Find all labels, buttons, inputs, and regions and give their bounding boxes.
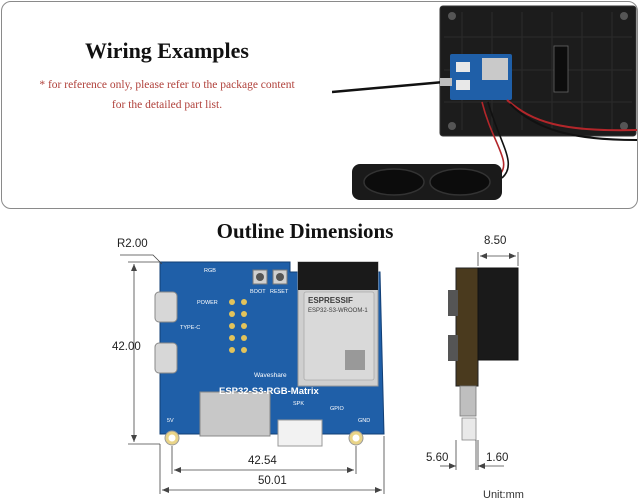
wiring-note-line-2: for the detailed part list. bbox=[111, 99, 223, 111]
side-right-label: 1.60 bbox=[486, 452, 509, 464]
hub75-connector bbox=[553, 45, 569, 93]
side-left-label: 5.60 bbox=[426, 452, 449, 464]
side-module bbox=[477, 267, 519, 361]
silk-rgb: RGB bbox=[204, 268, 216, 274]
height-label: 42.00 bbox=[112, 341, 141, 353]
silk-type-c: TYPE-C bbox=[180, 325, 201, 331]
board-name: ESP32-S3-RGB-Matrix bbox=[219, 386, 319, 397]
side-pcb bbox=[455, 267, 479, 387]
usb-c-port-1 bbox=[154, 291, 178, 323]
gpio-pads bbox=[229, 299, 247, 353]
usb-c-port-2 bbox=[154, 342, 178, 374]
corner-radius-label: R2.00 bbox=[117, 238, 148, 250]
thickness-label: 8.50 bbox=[484, 235, 507, 247]
silk-5v: 5V bbox=[167, 418, 174, 424]
dimension-drawing bbox=[120, 252, 519, 494]
silk-gnd: GND bbox=[358, 418, 371, 424]
wiring-note-line-1: * for reference only, please refer to th… bbox=[39, 79, 295, 91]
silk-gpio: GPIO bbox=[330, 406, 344, 412]
silk-spk: SPK bbox=[293, 401, 305, 407]
wiring-example-image bbox=[332, 5, 637, 200]
outline-title: Outline Dimensions bbox=[216, 219, 394, 243]
width-label: 50.01 bbox=[258, 475, 287, 487]
side-connector-upper bbox=[448, 290, 458, 316]
sd-card-slot bbox=[199, 391, 271, 437]
wiring-examples-panel: Wiring Examples * for reference only, pl… bbox=[1, 1, 638, 209]
speaker-connector bbox=[277, 419, 323, 447]
silk-reset: RESET bbox=[270, 289, 289, 295]
side-connector-lower bbox=[448, 335, 458, 361]
brand-logo-text: Waveshare bbox=[254, 372, 287, 379]
silk-power: POWER bbox=[197, 300, 218, 306]
module-antenna bbox=[298, 262, 378, 290]
radius-leader bbox=[120, 254, 163, 265]
module-brand: ESPRESSIF bbox=[308, 296, 353, 305]
module-model: ESP32-S3-WROOM-1 bbox=[308, 308, 368, 314]
wiring-title: Wiring Examples bbox=[84, 38, 249, 63]
unit-label: Unit:mm bbox=[483, 489, 524, 501]
hole-spacing-label: 42.54 bbox=[248, 455, 277, 467]
silk-boot: BOOT bbox=[250, 289, 266, 295]
side-sd-slot bbox=[459, 385, 477, 417]
side-speaker-connector bbox=[461, 417, 477, 441]
